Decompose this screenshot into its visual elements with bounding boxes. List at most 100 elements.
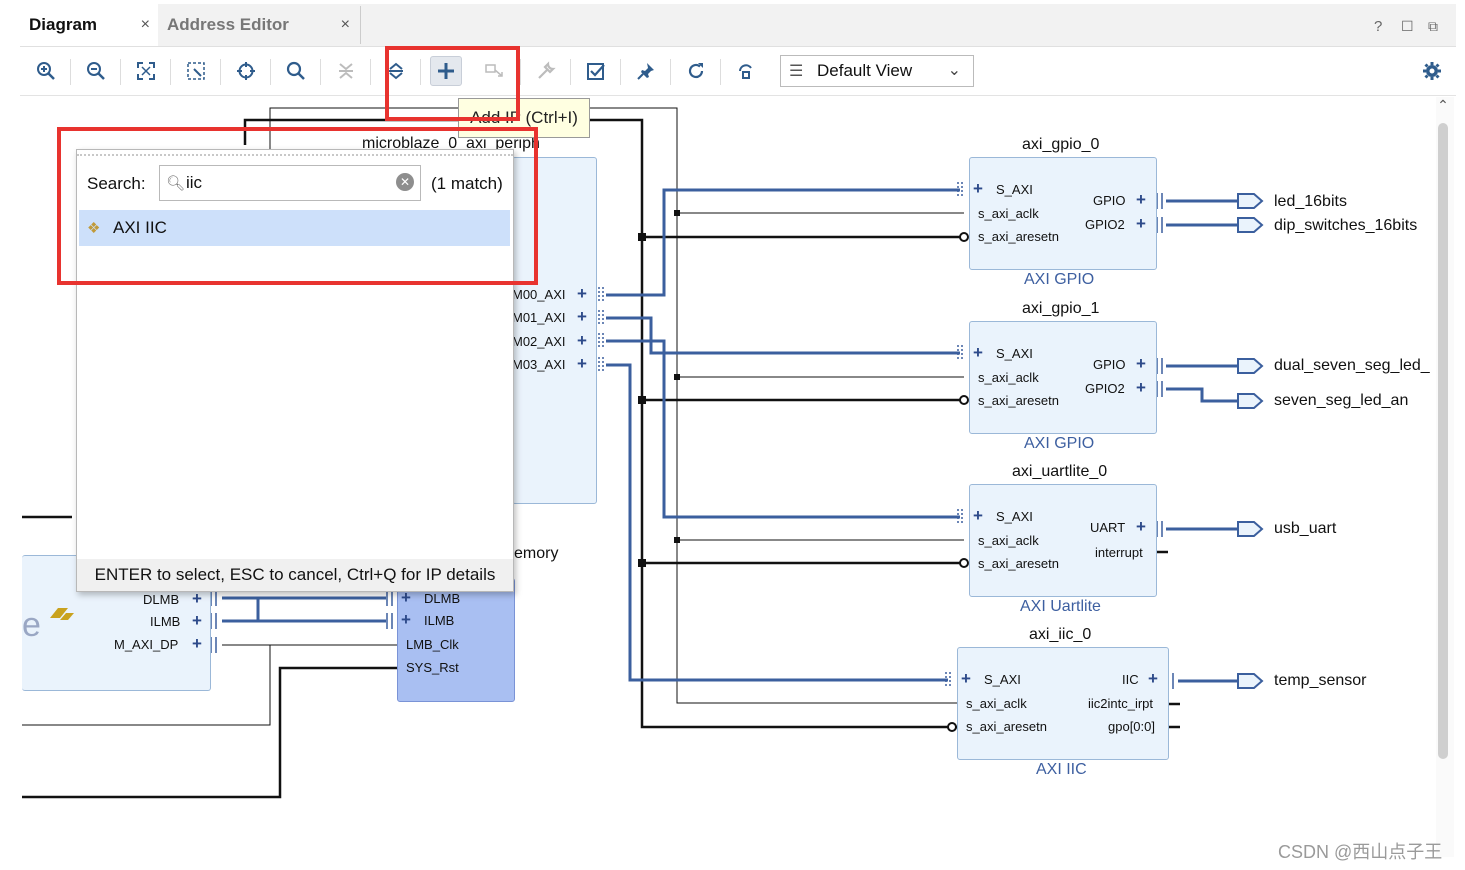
vertical-scrollbar[interactable]: ⌃ xyxy=(1436,97,1454,857)
zoom-area-icon[interactable] xyxy=(180,56,212,86)
microblaze-logo-text: e xyxy=(22,606,41,644)
toolbar-separator xyxy=(670,59,671,85)
port-aresetn: s_axi_aresetn xyxy=(978,556,1059,571)
search-field[interactable]: 🔍︎ ✕ xyxy=(159,165,421,201)
plus-icon[interactable]: + xyxy=(1136,378,1146,397)
plus-icon[interactable]: + xyxy=(577,307,587,326)
external-port-seg-an[interactable]: seven_seg_led_an xyxy=(1274,392,1409,409)
search-icon: 🔍︎ xyxy=(166,175,186,192)
lmb-port-ilmb: ILMB xyxy=(424,613,455,628)
plus-icon[interactable]: + xyxy=(401,610,411,629)
settings-gear-icon[interactable] xyxy=(1416,56,1448,86)
properties-icon[interactable] xyxy=(530,56,562,86)
search-label: Search: xyxy=(87,174,146,193)
axi-periph-block[interactable] xyxy=(512,157,597,504)
plus-icon[interactable]: + xyxy=(1136,354,1146,373)
toolbar-separator xyxy=(370,59,371,85)
periph-title: microblaze_0_axi_periph xyxy=(362,135,540,152)
local-memory-block[interactable] xyxy=(397,578,515,702)
memory-label: emory xyxy=(514,545,559,562)
add-ip-icon[interactable] xyxy=(430,56,462,86)
maximize-icon[interactable]: ⧉ xyxy=(1428,18,1438,34)
zoom-in-icon[interactable] xyxy=(30,56,62,86)
port-gpio: GPIO xyxy=(1093,357,1126,372)
expand-icon[interactable] xyxy=(380,56,412,86)
scrollbar-thumb[interactable] xyxy=(1438,123,1448,759)
plus-icon[interactable]: + xyxy=(577,354,587,373)
plus-icon[interactable]: + xyxy=(1136,190,1146,209)
axi-gpio-0-block[interactable] xyxy=(969,157,1157,270)
tab-bar: Diagram × Address Editor × ? ☐ ⧉ xyxy=(20,4,1456,47)
view-select[interactable]: ☰ Default View ⌄ xyxy=(780,55,974,87)
toolbar-separator xyxy=(220,59,221,85)
validate-icon[interactable] xyxy=(580,56,612,86)
port-aclk: s_axi_aclk xyxy=(978,206,1039,221)
plus-icon[interactable]: + xyxy=(1136,517,1146,536)
collapse-icon[interactable] xyxy=(330,56,362,86)
regenerate-layout-icon[interactable] xyxy=(730,56,762,86)
plus-icon[interactable]: + xyxy=(1136,214,1146,233)
toolbar-separator xyxy=(620,59,621,85)
tab-diagram-label: Diagram xyxy=(29,15,98,34)
axi-uartlite-0-block[interactable] xyxy=(969,484,1157,597)
watermark: CSDN @西山点子王 xyxy=(1278,842,1443,862)
add-ip-popup: Search: 🔍︎ ✕ (1 match) ❖ AXI IIC ENTER t… xyxy=(76,149,514,592)
plus-icon[interactable]: + xyxy=(1148,669,1158,688)
clear-icon[interactable]: ✕ xyxy=(396,173,414,191)
port-aclk: s_axi_aclk xyxy=(978,533,1039,548)
block-type-iic: AXI IIC xyxy=(1036,761,1087,778)
diagram-toolbar: ☰ Default View ⌄ xyxy=(20,47,1456,96)
plus-icon[interactable]: + xyxy=(192,589,202,608)
plus-icon[interactable]: + xyxy=(577,331,587,350)
external-port-usb-uart[interactable]: usb_uart xyxy=(1274,520,1337,537)
restore-icon[interactable]: ☐ xyxy=(1401,18,1414,34)
plus-icon[interactable]: + xyxy=(577,284,587,303)
search-icon[interactable] xyxy=(280,56,312,86)
plus-icon[interactable]: + xyxy=(973,343,983,362)
close-icon[interactable]: × xyxy=(140,16,150,33)
external-port-led[interactable]: led_16bits xyxy=(1274,193,1347,210)
block-type-gpio0: AXI GPIO xyxy=(1024,271,1095,288)
popup-footer-hint: ENTER to select, ESC to cancel, Ctrl+Q f… xyxy=(77,559,513,591)
external-port-temp-sensor[interactable]: temp_sensor xyxy=(1274,672,1367,689)
port-aclk: s_axi_aclk xyxy=(978,370,1039,385)
lmb-port-clk: LMB_Clk xyxy=(406,637,459,652)
plus-icon[interactable]: + xyxy=(973,179,983,198)
external-port-dip[interactable]: dip_switches_16bits xyxy=(1274,217,1418,234)
tab-separator xyxy=(360,6,361,44)
highlight-box xyxy=(385,46,520,121)
plus-icon[interactable]: + xyxy=(192,634,202,653)
match-count: (1 match) xyxy=(431,174,503,193)
help-icon[interactable]: ? xyxy=(1374,18,1383,35)
tab-diagram[interactable]: Diagram × xyxy=(20,4,158,46)
port-gpio2: GPIO2 xyxy=(1085,381,1125,396)
toolbar-separator xyxy=(570,59,571,85)
zoom-out-icon[interactable] xyxy=(80,56,112,86)
axi-gpio-1-block[interactable] xyxy=(969,321,1157,434)
pin-icon[interactable] xyxy=(630,56,662,86)
search-result-item[interactable]: ❖ AXI IIC xyxy=(79,210,510,246)
plus-icon[interactable]: + xyxy=(401,588,411,607)
zoom-fit-icon[interactable] xyxy=(130,56,162,86)
plus-icon[interactable]: + xyxy=(961,669,971,688)
search-input[interactable] xyxy=(186,170,386,196)
port-uart: UART xyxy=(1090,520,1126,535)
external-port-dual-seg[interactable]: dual_seven_seg_led_ xyxy=(1274,357,1430,374)
list-icon: ☰ xyxy=(789,63,804,80)
plus-icon[interactable]: + xyxy=(192,611,202,630)
center-icon[interactable] xyxy=(230,56,262,86)
tab-address-editor[interactable]: Address Editor × xyxy=(158,4,358,46)
toolbar-separator xyxy=(320,59,321,85)
plus-icon[interactable]: + xyxy=(973,506,983,525)
make-external-icon[interactable] xyxy=(478,56,510,86)
toolbar-separator xyxy=(170,59,171,85)
port-s-axi: S_AXI xyxy=(996,182,1033,197)
chevron-up-icon[interactable]: ⌃ xyxy=(1437,97,1449,113)
refresh-icon[interactable] xyxy=(680,56,712,86)
axi-iic-0-block[interactable] xyxy=(957,647,1169,760)
tab-address-editor-label: Address Editor xyxy=(167,15,289,34)
block-type-uartlite: AXI Uartlite xyxy=(1020,598,1101,615)
popup-drag-handle[interactable] xyxy=(77,154,513,156)
block-name-iic: axi_iic_0 xyxy=(1029,626,1092,643)
close-icon[interactable]: × xyxy=(340,16,350,33)
